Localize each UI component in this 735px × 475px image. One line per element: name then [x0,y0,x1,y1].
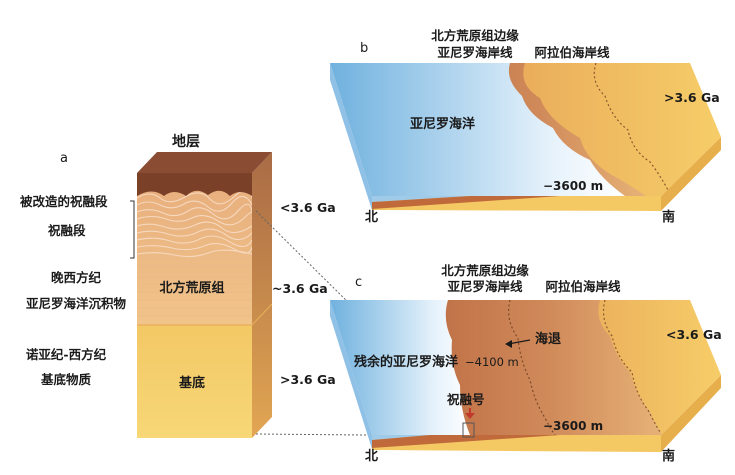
depth-ocean-c: −4100 m [465,355,519,369]
depth-label-b: −3600 m [543,179,603,193]
label-modified-ztr: 被改造的祝融段 [20,194,108,209]
age-label-c: <3.6 Ga [666,327,722,342]
label-vbf-margin-c: 北方荒原组边缘 [441,263,529,278]
south-label-b: 南 [662,209,675,225]
north-label-c: 北 [365,449,378,464]
panel-b-letter: b [360,41,368,56]
panel-a-letter: a [60,151,68,166]
zhurong-label: 祝融号 [447,392,485,407]
unit-vbf: 北方荒原组 [159,280,224,296]
label-basement-material: 基底物质 [40,372,92,387]
column-side [252,152,272,438]
panel-c: c 北方荒原组边缘 亚尼罗海岸线 阿拉伯海岸线 海退 残余的亚尼罗海洋 −410… [330,263,722,464]
age-label-b: >3.6 Ga [664,90,720,105]
label-deuteronilus-shoreline: 亚尼罗海岸线 [437,45,513,60]
age-bottom: >3.6 Ga [280,372,336,387]
label-late-hesperian: 晚西方纪 [51,270,102,285]
label-ztr: 祝融段 [48,223,86,238]
age-top: <3.6 Ga [280,200,336,215]
label-noachian: 诺亚纪-西方纪 [26,347,107,362]
depth-label-c: −3600 m [543,419,603,433]
ztr-bracket [130,201,134,258]
regression-label: 海退 [535,331,561,347]
panel-b: b 北方荒原组边缘 亚尼罗海岸线 阿拉伯海岸线 亚尼罗海洋 −3600 m 北 … [330,28,721,225]
unit-basement: 基底 [178,375,205,391]
column-title: 地层 [172,133,200,150]
label-arabia-shoreline: 阿拉伯海岸线 [534,45,610,60]
label-deuteronilus-shoreline-c: 亚尼罗海岸线 [447,279,523,294]
north-label-b: 北 [365,210,378,225]
panel-c-letter: c [355,275,362,290]
label-arabia-shoreline-c: 阿拉伯海岸线 [545,279,621,294]
ocean-label-b: 亚尼罗海洋 [410,116,475,132]
south-label-c: 南 [662,448,675,464]
label-vbf-margin: 北方荒原组边缘 [431,28,519,43]
column-top [137,152,272,173]
ocean-label-c: 残余的亚尼罗海洋 [354,354,458,370]
label-vastitas-sediments: 亚尼罗海洋沉积物 [26,296,127,311]
age-middle: ~3.6 Ga [272,281,328,296]
